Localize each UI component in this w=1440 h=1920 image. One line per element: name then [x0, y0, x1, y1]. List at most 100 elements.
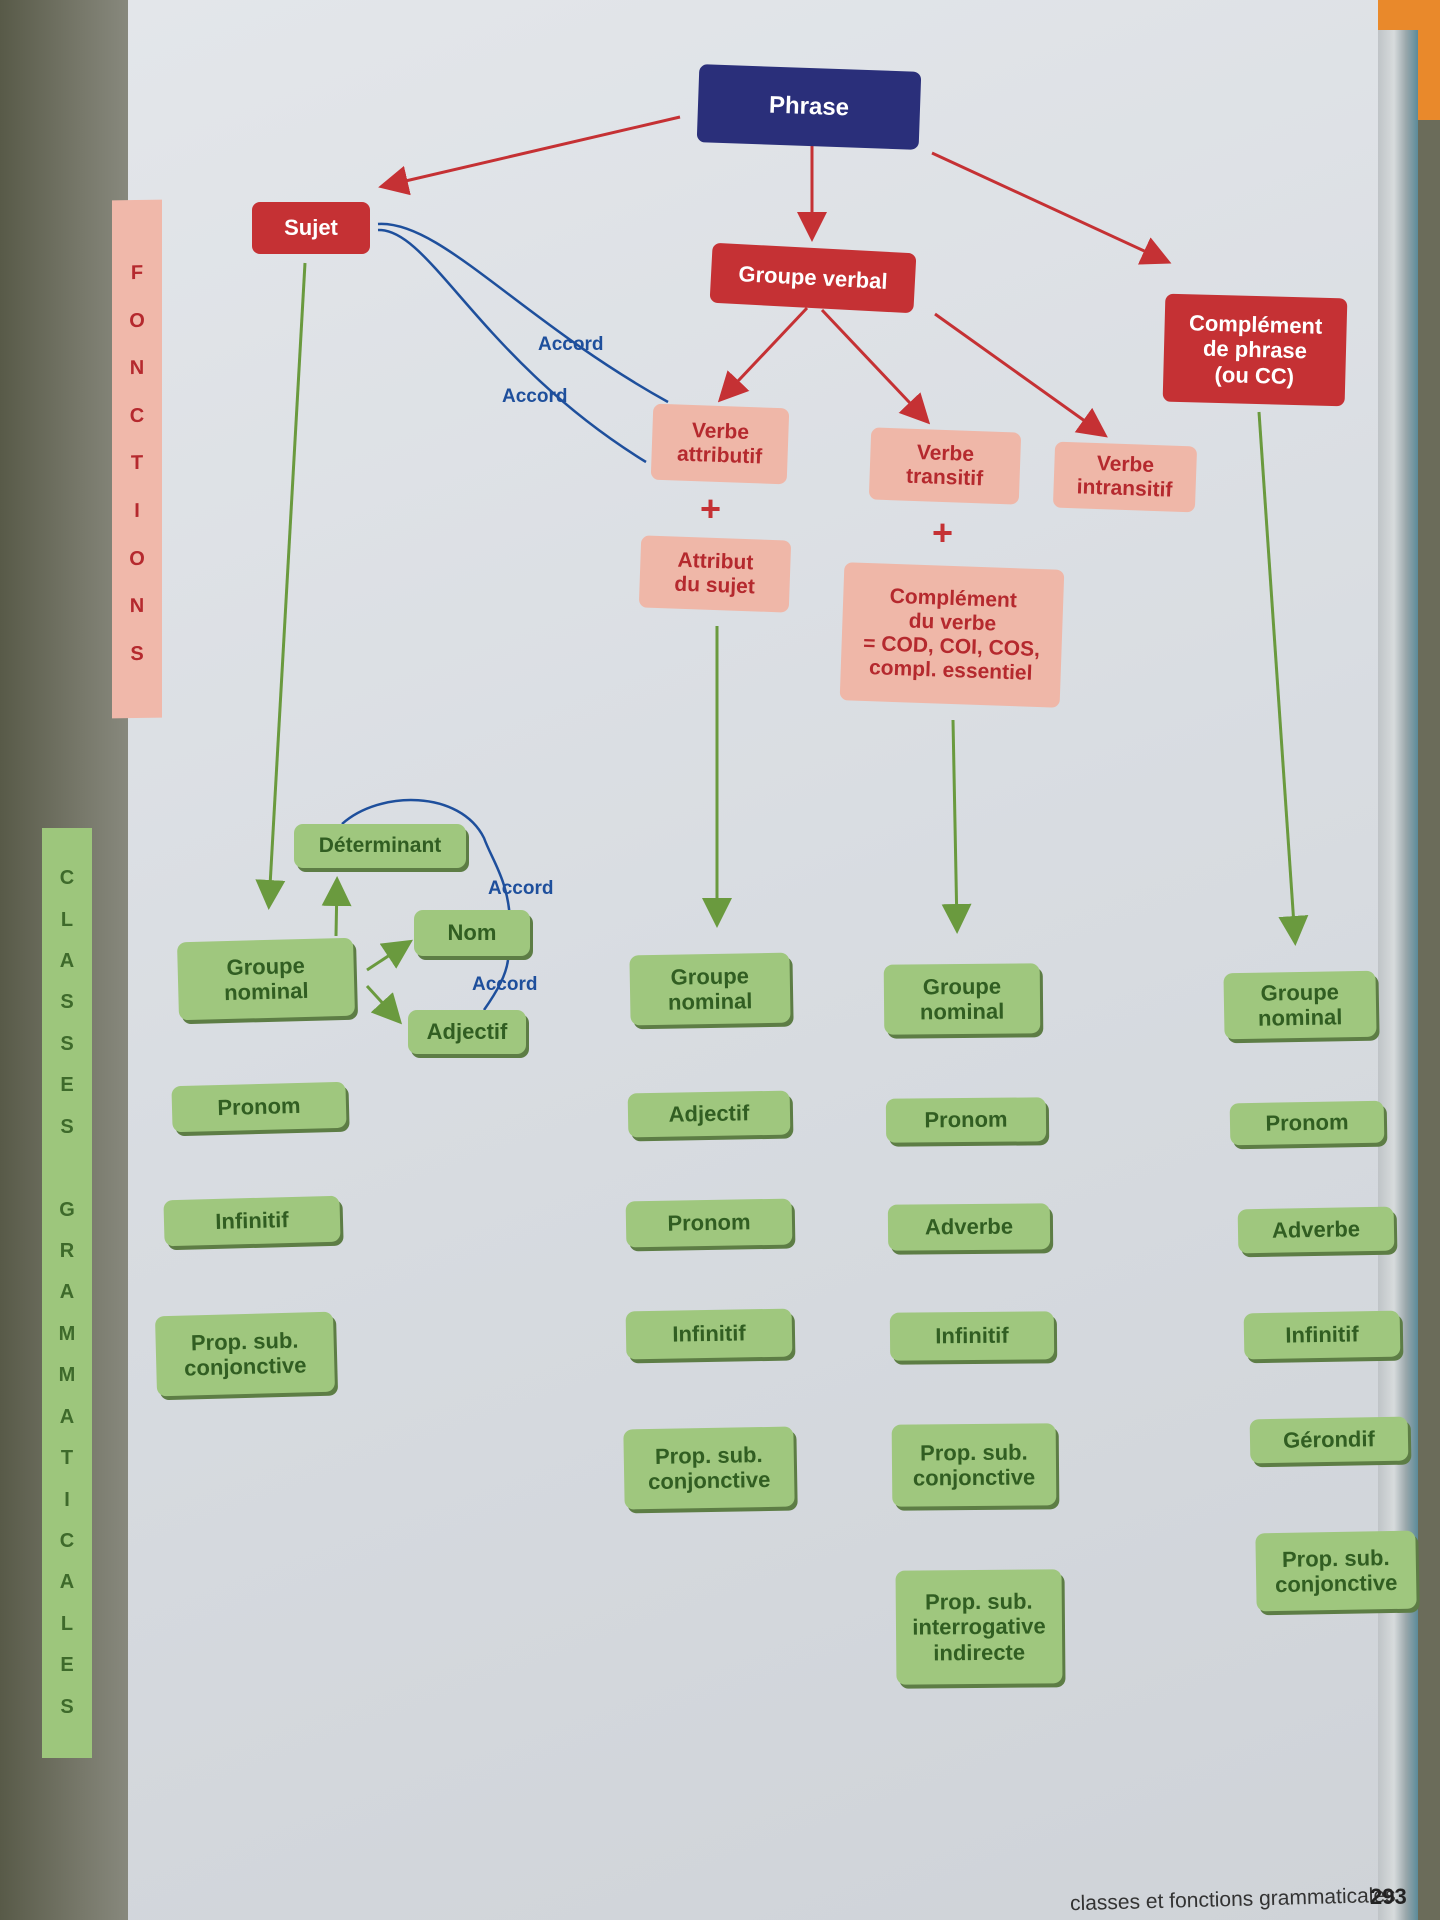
class-box-complement-verbe: Prop. sub.conjonctive [891, 1423, 1057, 1507]
band-classes-letter: E [60, 1654, 74, 1677]
class-box-line: conjonctive [912, 1464, 1036, 1491]
class-box-line: nominal [919, 998, 1005, 1025]
class-box-complement-phrase: Pronom [1229, 1100, 1385, 1146]
accord-line-attribut [377, 228, 647, 464]
page-number: 293 [1370, 1884, 1407, 1909]
band-fonctions-letter: N [129, 357, 145, 380]
band-classes-letter: S [60, 1115, 74, 1138]
accord-label-2: Accord [502, 386, 568, 407]
band-classes-letter [64, 1157, 70, 1180]
band-classes-letter: S [60, 1695, 74, 1718]
node-verbe-attributif-line2: attributif [676, 442, 763, 469]
band-classes-letter: A [59, 950, 75, 973]
accord-line-det-nom [341, 798, 512, 921]
accord-label-1: Accord [538, 334, 604, 355]
band-fonctions-letter: I [134, 499, 140, 523]
class-box-line: Infinitif [672, 1320, 746, 1347]
class-box-sujet: Pronom [171, 1081, 347, 1133]
node-attribut-sujet-line2: du sujet [673, 572, 756, 599]
class-box-line: indirecte [933, 1639, 1026, 1666]
arrow-gn-adjectif [365, 984, 403, 1025]
class-box-line: Adjectif [668, 1100, 750, 1128]
class-box-attribut: Prop. sub.conjonctive [623, 1426, 795, 1510]
node-attribut-sujet: Attribut du sujet [638, 535, 792, 613]
node-attribut-sujet-line1: Attribut [677, 548, 754, 575]
plus-sign-attribut: + [700, 488, 722, 529]
class-box-complement-phrase: Infinitif [1243, 1310, 1401, 1360]
class-box-line: Pronom [217, 1093, 301, 1121]
class-box-sujet: Infinitif [163, 1195, 341, 1247]
class-box-line: Pronom [1265, 1109, 1349, 1137]
node-phrase: Phrase [696, 64, 922, 150]
arrow-gn-nom [366, 939, 414, 972]
class-box-line: nominal [667, 988, 753, 1015]
class-box-line: Pronom [924, 1106, 1008, 1133]
band-classes-letter: T [60, 1447, 74, 1470]
class-box-line: nominal [1257, 1004, 1343, 1031]
node-adjectif: Adjectif [408, 1010, 526, 1054]
band-classes-letter: L [60, 1612, 74, 1635]
class-box-complement-phrase: Prop. sub.conjonctive [1255, 1530, 1417, 1612]
band-classes-letter: A [59, 1281, 75, 1304]
class-box-line: Groupe [922, 973, 1002, 1000]
node-complement-verbe-line2: du verbe [908, 609, 997, 636]
arrow-gv-intransitif [934, 312, 1108, 438]
class-box-complement-phrase: Adverbe [1237, 1206, 1395, 1254]
node-sujet: Sujet [252, 202, 370, 254]
band-classes-letter: I [64, 1488, 70, 1511]
band-classes-letter: M [58, 1322, 76, 1345]
class-box-line: Pronom [667, 1209, 751, 1237]
band-fonctions-letter: T [130, 452, 144, 475]
node-verbe-transitif-line1: Verbe [916, 440, 975, 466]
node-verbe-transitif: Verbe transitif [868, 427, 1022, 505]
class-box-line: Prop. sub. [924, 1588, 1033, 1615]
node-determinant: Déterminant [294, 824, 466, 868]
class-box-line: nominal [223, 977, 309, 1006]
band-fonctions-letter: C [129, 404, 145, 428]
node-nom: Nom [414, 910, 530, 956]
node-complement-phrase-line1: Complément [1188, 310, 1323, 339]
class-box-line: Prop. sub. [920, 1439, 1028, 1466]
class-box-line: Prop. sub. [1281, 1544, 1390, 1572]
arrow-gv-attributif [717, 306, 809, 403]
class-box-attribut: Adjectif [627, 1090, 791, 1138]
class-box-line: Prop. sub. [654, 1441, 763, 1469]
class-box-complement-phrase: Gérondif [1249, 1416, 1409, 1464]
class-box-complement-verbe: Pronom [885, 1097, 1047, 1143]
arrow-phrase-sujet [378, 115, 681, 196]
band-classes-letter: C [59, 1529, 75, 1552]
arrow-cv-classes [941, 719, 972, 934]
band-fonctions-letter: F [130, 262, 144, 285]
class-box-attribut: Pronom [625, 1198, 793, 1248]
node-verbe-intransitif-line1: Verbe [1096, 451, 1155, 477]
band-classes-letter: R [59, 1240, 75, 1262]
arrow-phrase-cc [931, 151, 1172, 265]
class-box-complement-verbe: Infinitif [889, 1311, 1055, 1361]
class-box-line: Adverbe [924, 1213, 1014, 1240]
class-box-line: Groupe [1260, 979, 1340, 1006]
band-classes-letter: S [60, 991, 74, 1014]
band-fonctions-letter: O [129, 309, 145, 332]
band-classes-letter: E [60, 1074, 74, 1097]
node-verbe-transitif-line2: transitif [905, 464, 984, 491]
class-box-line: Groupe [670, 963, 750, 990]
node-groupe-verbal: Groupe verbal [709, 242, 917, 314]
band-classes-letter: A [59, 1405, 75, 1428]
plus-sign-complement: + [932, 512, 954, 553]
accord-label-3: Accord [488, 878, 554, 899]
class-box-line: conjonctive [1274, 1569, 1398, 1598]
accord-label-4: Accord [472, 974, 538, 995]
class-box-line: Infinitif [215, 1207, 289, 1235]
arrow-cc-classes [1257, 411, 1309, 946]
band-classes-letter: A [59, 1571, 75, 1594]
node-complement-phrase: Complément de phrase (ou CC) [1162, 293, 1348, 407]
class-box-line: Adverbe [1271, 1216, 1361, 1244]
class-box-sujet: Prop. sub.conjonctive [154, 1311, 336, 1397]
